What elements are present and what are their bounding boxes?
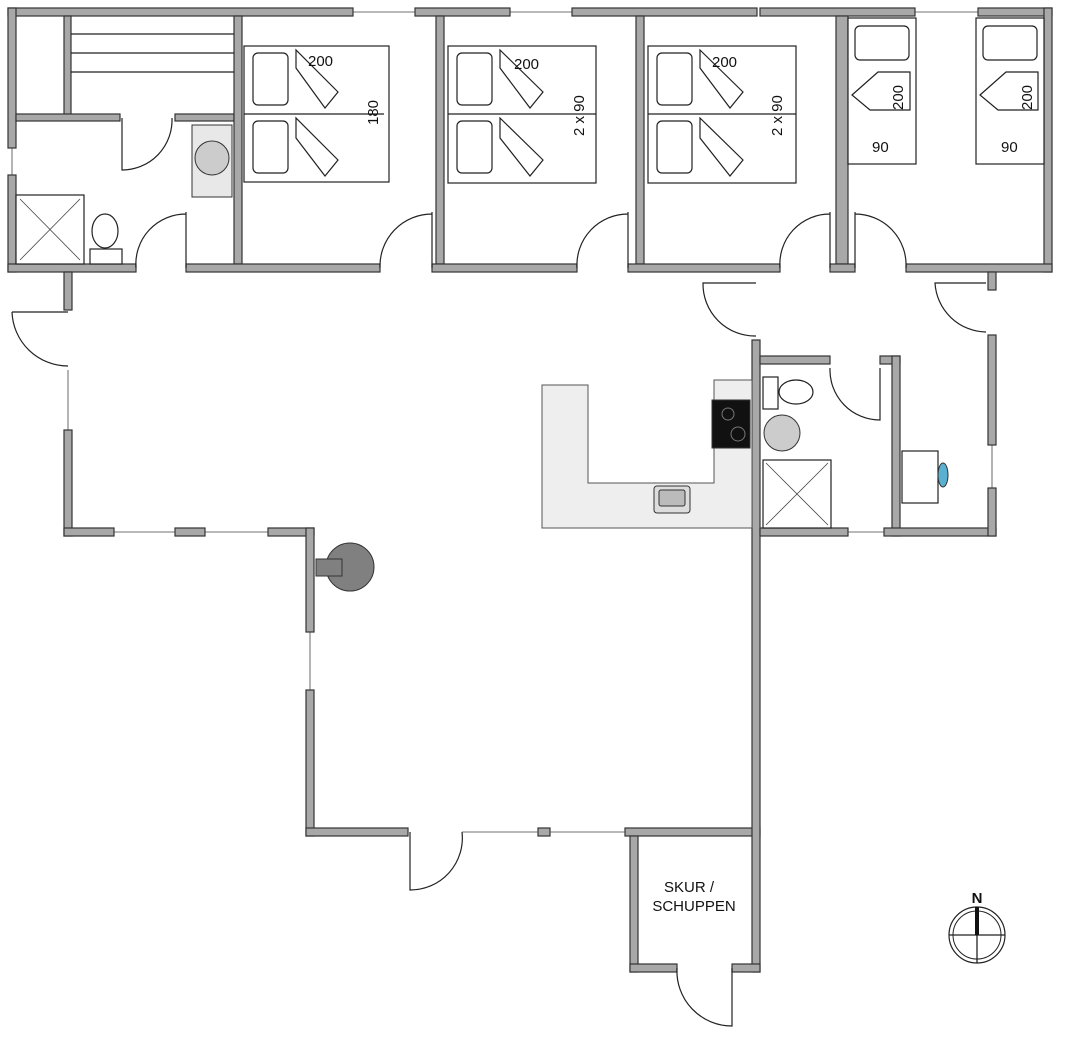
- bed-length-label: 200: [308, 53, 333, 70]
- bed-width-label: 2 x 90: [571, 95, 588, 136]
- bed-width-label: 2 x 90: [769, 95, 786, 136]
- bed-width-label: 90: [872, 139, 889, 156]
- sauna-benches: [71, 33, 234, 73]
- bedroom-2-beds: 200 2 x 90: [447, 45, 597, 184]
- bedroom-3-beds: 200 2 x 90: [647, 45, 797, 184]
- bed-width-label: 180: [365, 100, 382, 125]
- walls: [7, 7, 1053, 973]
- bedroom-1-bed: 200 180: [243, 45, 390, 183]
- fireplace: [315, 542, 375, 592]
- bed-length-label: 200: [1019, 85, 1036, 110]
- shed-label: SCHUPPEN: [652, 898, 735, 915]
- bed-length-label: 200: [890, 85, 907, 110]
- compass-north-label: N: [972, 890, 983, 907]
- doors: [11, 117, 987, 1027]
- windows: [11, 11, 993, 833]
- compass-icon: N: [948, 890, 1006, 964]
- kitchen-counter: [541, 379, 753, 529]
- bathroom-1-fixtures: [15, 124, 233, 265]
- bed-length-label: 200: [712, 54, 737, 71]
- bed-length-label: 200: [514, 56, 539, 73]
- bathroom-2-fixtures: [762, 376, 949, 529]
- bed-width-label: 90: [1001, 139, 1018, 156]
- bedroom-4-beds: 200 90 200 90: [847, 17, 1045, 165]
- shed-label: SKUR /: [664, 879, 715, 896]
